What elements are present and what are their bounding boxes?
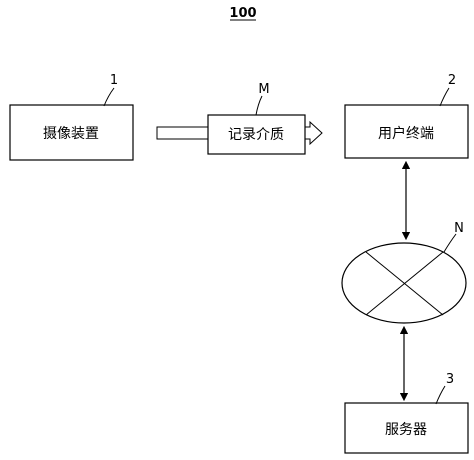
recording-medium-box: [207, 114, 306, 155]
camera-ref-number: 1: [110, 73, 118, 88]
network-ref-letter: N: [454, 221, 464, 236]
terminal-ref-number: 2: [448, 73, 456, 88]
terminal-ref-leader: [439, 87, 450, 107]
server-ref-leader: [435, 385, 446, 405]
network-ref-leader: [443, 233, 457, 253]
camera-ref-leader: [103, 87, 115, 107]
server-ref-number: 3: [446, 372, 454, 387]
medium-ref-leader: [255, 95, 263, 116]
network-cross-line-2: [365, 251, 444, 316]
camera-device-box: [9, 104, 134, 161]
figure-label: 100: [229, 6, 256, 21]
server-box: [344, 402, 469, 454]
user-terminal-label: 用户终端: [378, 125, 434, 142]
server-label: 服务器: [385, 422, 427, 438]
recording-medium-label: 记录介质: [228, 127, 284, 143]
user-terminal-box: [344, 104, 469, 159]
camera-device-label: 摄像装置: [43, 126, 99, 142]
medium-ref-letter: M: [258, 82, 269, 97]
